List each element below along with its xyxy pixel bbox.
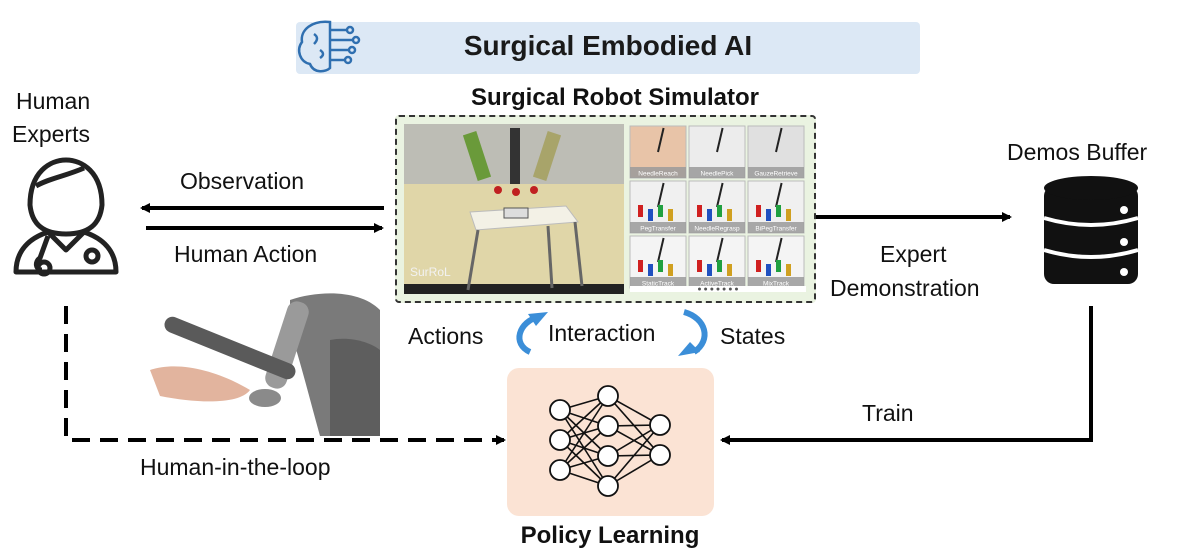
neuron-node bbox=[597, 415, 619, 437]
simulator-task-grid: NeedleReach NeedlePick GauzeRetrievePegTra… bbox=[629, 125, 805, 289]
policy-learning-title: Policy Learning bbox=[520, 522, 700, 549]
neuron-node bbox=[549, 459, 571, 481]
neuron-node bbox=[597, 445, 619, 467]
haptic-device-image bbox=[135, 290, 383, 436]
expert-demonstration-label-line1: Expert bbox=[880, 241, 947, 267]
observation-label: Observation bbox=[180, 168, 304, 194]
human-action-label: Human Action bbox=[174, 241, 317, 267]
neuron-node bbox=[549, 399, 571, 421]
task-label: MixTrack bbox=[763, 281, 790, 288]
train-label: Train bbox=[862, 400, 914, 426]
actions-label: Actions bbox=[408, 323, 483, 349]
title-banner bbox=[296, 22, 920, 74]
states-label: States bbox=[720, 323, 785, 349]
expert-demonstration-label-line2: Demonstration bbox=[830, 275, 980, 301]
human-experts-label-line1: Human bbox=[16, 88, 90, 114]
interaction-label: Interaction bbox=[548, 320, 655, 346]
diagram-title: Surgical Embodied AI bbox=[463, 30, 753, 61]
task-label: BiPegTransfer bbox=[755, 226, 797, 233]
task-label: ActiveTrack bbox=[700, 281, 734, 288]
simulator-scene bbox=[404, 124, 624, 294]
cycle-arrow-right-icon bbox=[682, 309, 708, 355]
task-label: PegTransfer bbox=[640, 226, 676, 233]
task-label: GauzeRetrieve bbox=[754, 171, 798, 178]
human-experts-label-line2: Experts bbox=[12, 121, 90, 147]
train-arrow bbox=[720, 306, 1093, 445]
neuron-node bbox=[597, 475, 619, 497]
task-label: NeedleRegrasp bbox=[694, 226, 740, 233]
svg-text:● ● ● ● ● ● ●: ● ● ● ● ● ● ● bbox=[697, 286, 738, 293]
task-label: NeedlePick bbox=[701, 171, 735, 178]
task-label: StaticTrack bbox=[642, 281, 675, 288]
neuron-node bbox=[649, 444, 671, 466]
task-label: NeedleReach bbox=[638, 171, 678, 178]
human-in-the-loop-label: Human-in-the-loop bbox=[140, 454, 330, 480]
database-icon bbox=[1043, 176, 1139, 284]
doctor-icon bbox=[13, 157, 119, 277]
neuron-node bbox=[597, 385, 619, 407]
demos-buffer-label: Demos Buffer bbox=[1007, 139, 1148, 165]
neuron-node bbox=[549, 429, 571, 451]
neuron-node bbox=[649, 414, 671, 436]
simulator-title: Surgical Robot Simulator bbox=[470, 84, 760, 111]
human-in-the-loop-arrow bbox=[64, 306, 506, 445]
brain-circuit-icon bbox=[298, 20, 361, 73]
simulator-brand-label: SurRoL bbox=[410, 265, 451, 279]
neural-network-icon bbox=[549, 385, 671, 497]
